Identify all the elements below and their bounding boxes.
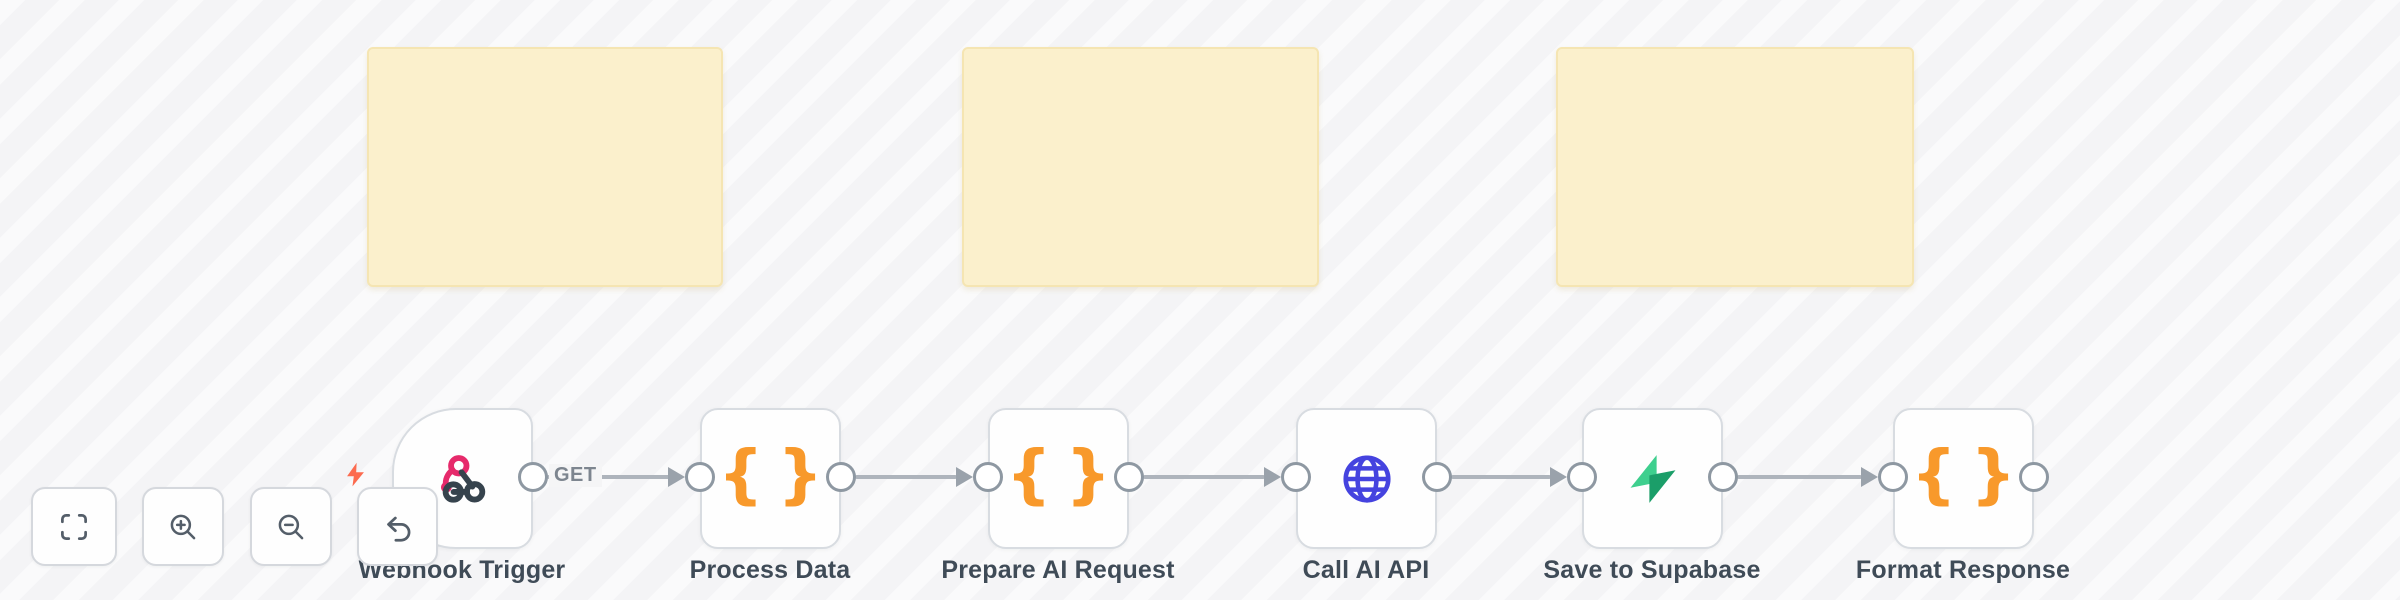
node-save-to-supabase[interactable] <box>1582 408 1723 549</box>
sticky-note[interactable] <box>962 47 1319 287</box>
connection-arrow-icon <box>1550 467 1567 487</box>
connection-arrow-icon <box>956 467 973 487</box>
webhook-icon <box>440 454 485 503</box>
output-port[interactable] <box>1114 462 1144 492</box>
node-label: Prepare AI Request <box>941 556 1175 584</box>
zoom-out-icon <box>278 514 304 539</box>
output-port[interactable] <box>2019 462 2049 492</box>
zoom-in-button[interactable] <box>142 487 224 566</box>
supabase-bolt-icon <box>1630 454 1675 503</box>
undo-icon <box>386 516 410 542</box>
node-label: Call AI API <box>1302 556 1430 584</box>
output-port[interactable] <box>1422 462 1452 492</box>
node-label: Save to Supabase <box>1543 556 1761 584</box>
input-port[interactable] <box>1878 462 1908 492</box>
input-port[interactable] <box>1281 462 1311 492</box>
zoom-out-button[interactable] <box>250 487 332 566</box>
globe-icon <box>1342 454 1391 503</box>
lightning-bolt-icon <box>347 462 364 487</box>
input-port[interactable] <box>685 462 715 492</box>
node-format-response[interactable]: {} <box>1893 408 2034 549</box>
zoom-in-icon <box>170 514 196 539</box>
connection-wire <box>855 475 957 479</box>
connection-wire <box>1143 475 1265 479</box>
node-call-ai-api[interactable] <box>1296 408 1437 549</box>
output-port[interactable] <box>826 462 856 492</box>
connection-arrow-icon <box>1264 467 1281 487</box>
connection-wire <box>547 475 670 479</box>
connection-arrow-icon <box>668 467 685 487</box>
sticky-note[interactable] <box>1556 47 1914 287</box>
connection-wire <box>1451 475 1551 479</box>
output-port[interactable] <box>518 462 548 492</box>
code-braces-icon: {} <box>1005 437 1126 512</box>
node-prepare-ai-request[interactable]: {} <box>988 408 1129 549</box>
input-port[interactable] <box>973 462 1003 492</box>
code-braces-icon: {} <box>717 437 838 512</box>
undo-button[interactable] <box>357 487 438 566</box>
output-port[interactable] <box>1708 462 1738 492</box>
fit-view-button[interactable] <box>31 487 117 566</box>
fit-view-icon <box>61 513 87 540</box>
connection-arrow-icon <box>1861 467 1878 487</box>
code-braces-icon: {} <box>1910 437 2031 512</box>
node-process-data[interactable]: {} <box>700 408 841 549</box>
sticky-note[interactable] <box>367 47 723 287</box>
connection-wire <box>1737 475 1862 479</box>
connection-method-label: GET <box>549 464 602 487</box>
node-label: Process Data <box>689 556 851 584</box>
node-label: Webhook Trigger <box>358 556 566 584</box>
input-port[interactable] <box>1567 462 1597 492</box>
node-label: Format Response <box>1855 556 2071 584</box>
